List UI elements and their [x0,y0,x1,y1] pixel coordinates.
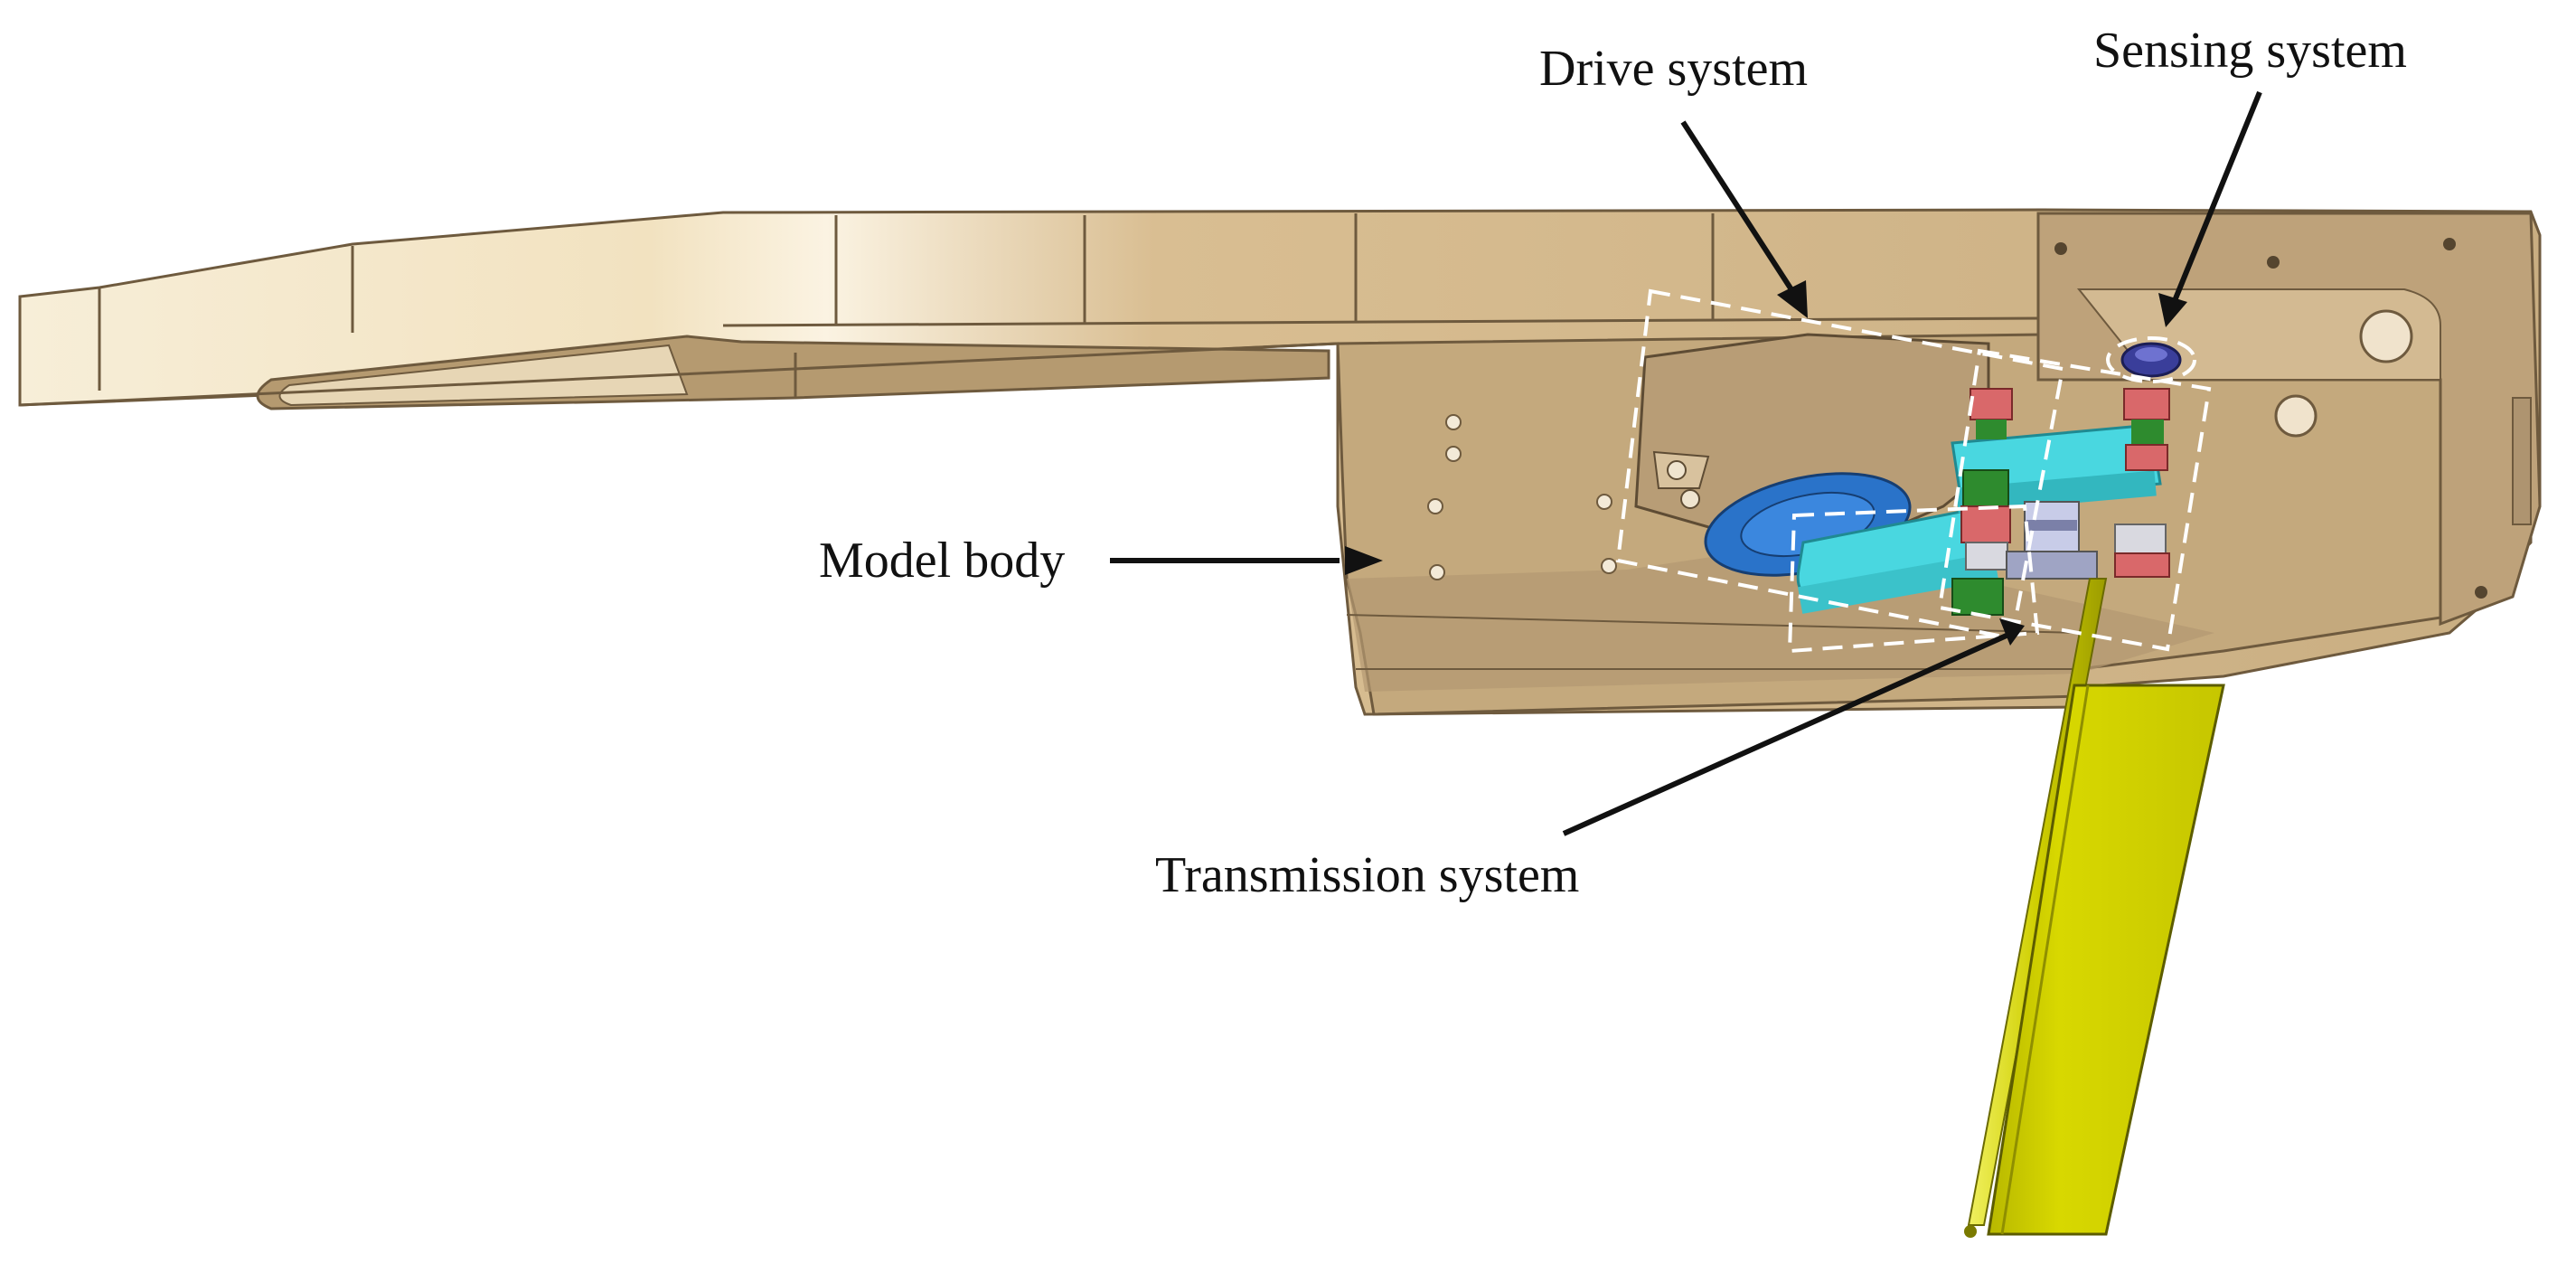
right-bearing-stack [2114,388,2170,578]
model-body-label: Model body [819,533,1066,589]
rudder-assembly [1964,578,2225,1238]
model-arrowhead [1345,546,1383,575]
arrow-heads [1345,280,2187,646]
sensing-system-label: Sensing system [2093,23,2407,79]
drive-system [1634,333,1990,577]
transmission-leader-line [1562,632,2010,836]
transmission-system [1796,342,2182,616]
body-holes [1427,414,1617,580]
transmission-box [1787,504,2040,654]
sensing-leader-line [2171,90,2262,305]
transmission-system-label: Transmission system [1155,847,1580,903]
drive-arrowhead [1777,280,1808,318]
sensor-ring [2106,336,2196,383]
transmission-arrowhead [1999,618,2025,646]
rudder-plate [1987,684,2225,1236]
sensing-arrowhead [2158,293,2187,327]
leader-lines [1110,90,2262,836]
drive-system-label: Drive system [1539,41,1809,97]
sensing-box [1937,348,2212,652]
drive-leader-line [1680,120,1797,296]
